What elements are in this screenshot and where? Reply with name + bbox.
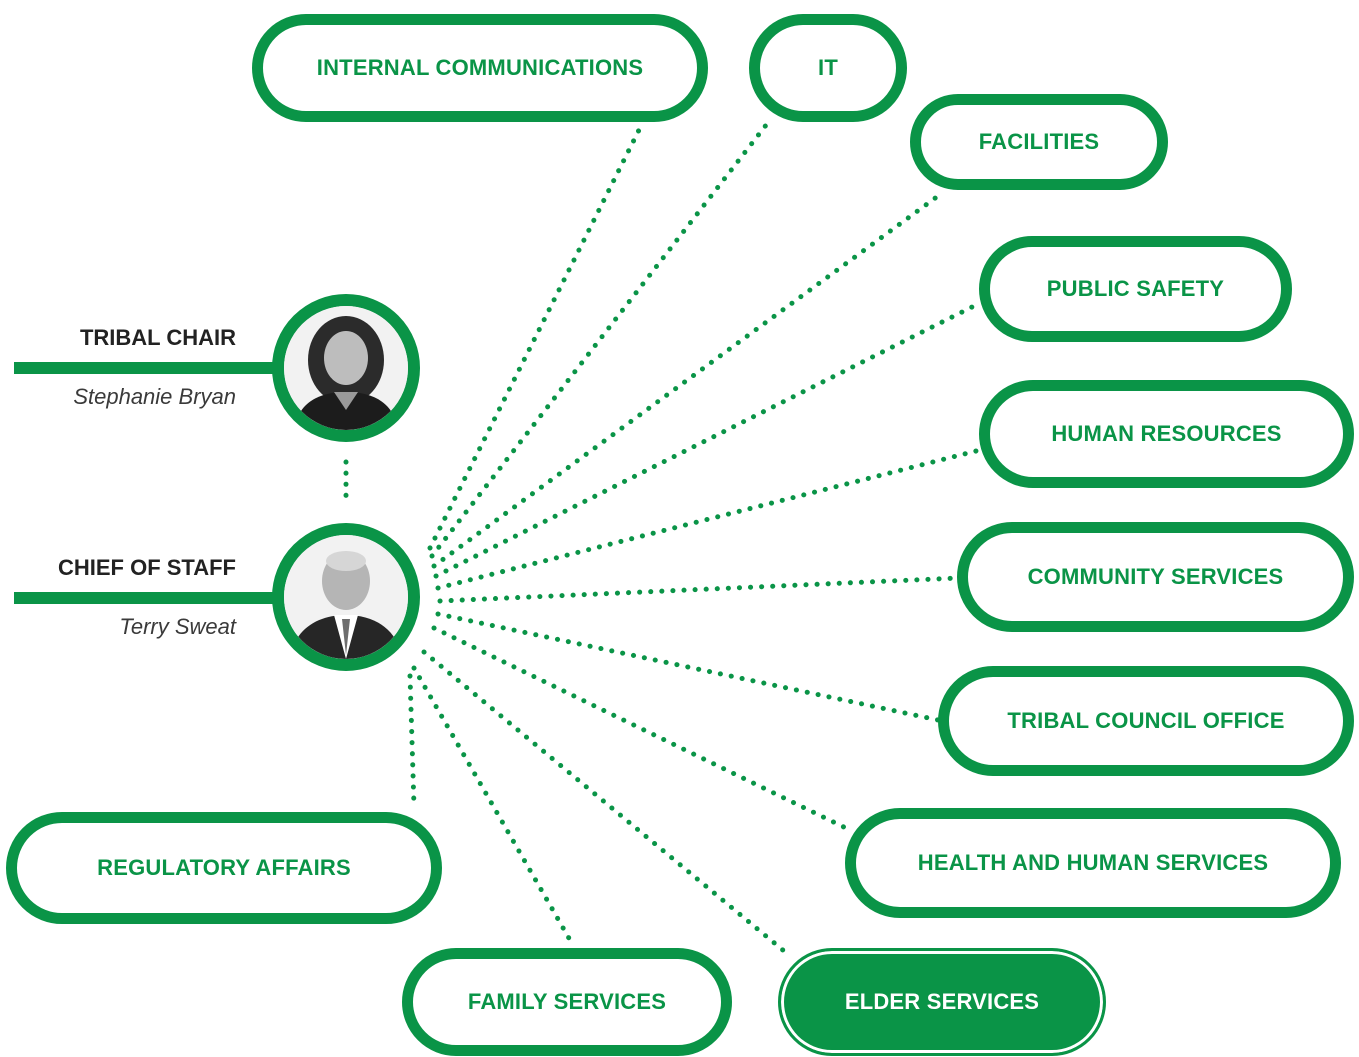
connector-tribal-council-office xyxy=(435,611,941,723)
chief-title: CHIEF OF STAFF xyxy=(57,555,236,580)
dept-human-resources[interactable]: HUMAN RESOURCES xyxy=(979,380,1354,488)
dept-label: IT xyxy=(818,55,838,80)
dept-label: TRIBAL COUNCIL OFFICE xyxy=(1007,708,1285,733)
dept-community-services[interactable]: COMMUNITY SERVICES xyxy=(957,522,1354,632)
dept-label: FAMILY SERVICES xyxy=(467,989,667,1014)
dept-tribal-council-office[interactable]: TRIBAL COUNCIL OFFICE xyxy=(938,666,1354,776)
connector-human-resources xyxy=(435,447,983,591)
dept-label: FACILITIES xyxy=(978,129,1100,154)
dept-label: HUMAN RESOURCES xyxy=(1051,421,1282,446)
dept-it[interactable]: IT xyxy=(749,14,907,122)
dept-label: HEALTH AND HUMAN SERVICES xyxy=(917,850,1269,875)
connector-it xyxy=(429,117,773,559)
connector-community-services xyxy=(437,575,961,604)
dept-internal-communications[interactable]: INTERNAL COMMUNICATIONS xyxy=(252,14,708,122)
dept-label: ELDER SERVICES xyxy=(844,989,1040,1014)
dept-label: REGULATORY AFFAIRS xyxy=(97,855,351,880)
dept-elder-services[interactable]: ELDER SERVICES xyxy=(778,948,1106,1056)
connector-internal-communications xyxy=(427,125,643,551)
dept-facilities[interactable]: FACILITIES xyxy=(910,94,1168,190)
person-photo-icon xyxy=(284,306,408,430)
dept-label: INTERNAL COMMUNICATIONS xyxy=(316,55,644,80)
connector-public-safety xyxy=(433,300,983,579)
connector-health-and-human-services xyxy=(431,625,853,833)
chair-title: TRIBAL CHAIR xyxy=(79,325,236,350)
person-photo-icon xyxy=(284,535,408,659)
connector-elder-services xyxy=(421,649,793,959)
connector-facilities xyxy=(431,193,941,569)
dept-label: PUBLIC SAFETY xyxy=(1046,276,1225,301)
dept-label: COMMUNITY SERVICES xyxy=(1027,564,1284,589)
dept-health-and-human-services[interactable]: HEALTH AND HUMAN SERVICES xyxy=(845,808,1341,918)
chief-bar xyxy=(14,592,284,604)
dept-family-services[interactable]: FAMILY SERVICES xyxy=(402,948,732,1056)
chair-name: Stephanie Bryan xyxy=(73,384,236,409)
chair-portrait[interactable] xyxy=(272,294,420,442)
chair-bar xyxy=(14,362,284,374)
chief-name: Terry Sweat xyxy=(119,614,236,639)
connector-regulatory-affairs xyxy=(407,673,417,809)
chief-portrait[interactable] xyxy=(272,523,420,671)
dept-regulatory-affairs[interactable]: REGULATORY AFFAIRS xyxy=(6,812,442,924)
connector-family-services xyxy=(411,665,573,943)
dept-public-safety[interactable]: PUBLIC SAFETY xyxy=(979,236,1292,342)
